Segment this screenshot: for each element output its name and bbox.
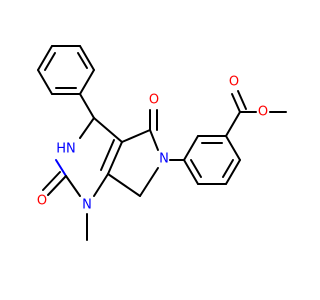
urea-carbonyl-bond <box>47 175 67 196</box>
ester-ether-oxygen: O <box>258 105 268 120</box>
lactam-oxygen: O <box>149 93 159 108</box>
ester-bond <box>225 111 241 137</box>
ester-carbonyl-bond <box>231 93 241 113</box>
phenyl-c4-bond <box>79 93 95 119</box>
pyrimidinone-ring <box>55 117 123 197</box>
urea-oxygen: O <box>37 194 47 209</box>
molecule-structure: O O O O N N HN <box>37 45 287 241</box>
molecule-canvas: O O O O N N HN <box>36 45 287 241</box>
phenyl-ring <box>37 45 95 95</box>
pyrrolidinone-nitrogen: N <box>159 152 169 167</box>
ester-carbonyl-oxygen: O <box>229 75 239 90</box>
methyl-nitrogen: N <box>82 198 92 213</box>
benzoate-ring <box>183 135 241 185</box>
lactam-ring <box>107 129 159 197</box>
nh-nitrogen: HN <box>56 142 76 157</box>
